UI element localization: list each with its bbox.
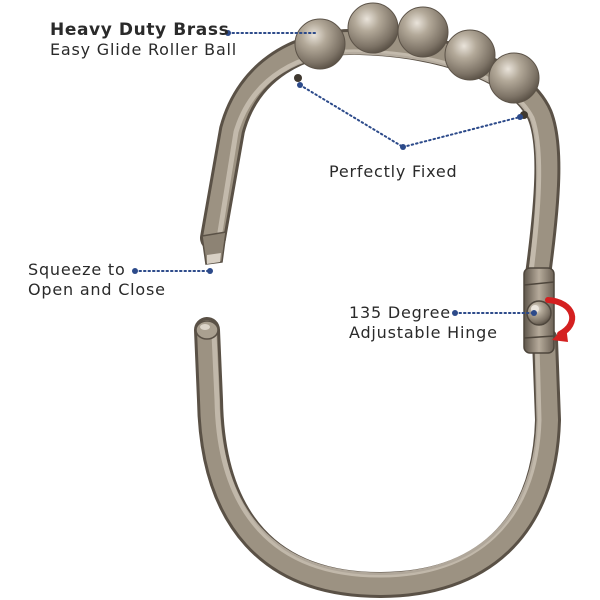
- leader-fixed-right: [402, 116, 521, 148]
- rotation-arrow-icon: [545, 297, 576, 342]
- roller-ball: [294, 18, 346, 70]
- label-fixed-text: Perfectly Fixed: [329, 162, 458, 181]
- roller-ball: [488, 52, 540, 104]
- leader-lines: [134, 32, 535, 314]
- leader-fixed-left: [299, 84, 404, 148]
- label-squeeze-line2: Open and Close: [28, 280, 166, 299]
- label-squeeze: Squeeze to Open and Close: [28, 260, 166, 300]
- label-brass-subtitle: Easy Glide Roller Ball: [50, 40, 238, 59]
- label-hinge: 135 Degree Adjustable Hinge: [349, 303, 498, 343]
- leader-dots: [132, 30, 537, 316]
- label-perfectly-fixed: Perfectly Fixed: [329, 162, 458, 182]
- label-hinge-line2: Adjustable Hinge: [349, 323, 498, 342]
- hinge: [523, 267, 555, 354]
- lower-hook: [194, 317, 562, 599]
- roller-ball: [347, 2, 399, 54]
- roller-balls: [294, 2, 540, 104]
- label-squeeze-line1: Squeeze to: [28, 260, 126, 279]
- roller-ball: [397, 6, 449, 58]
- label-heavy-duty-brass: Heavy Duty Brass Easy Glide Roller Ball: [50, 20, 237, 60]
- label-hinge-line1: 135 Degree: [349, 303, 451, 322]
- roller-ball: [444, 29, 496, 81]
- label-brass-title: Heavy Duty Brass: [50, 20, 230, 40]
